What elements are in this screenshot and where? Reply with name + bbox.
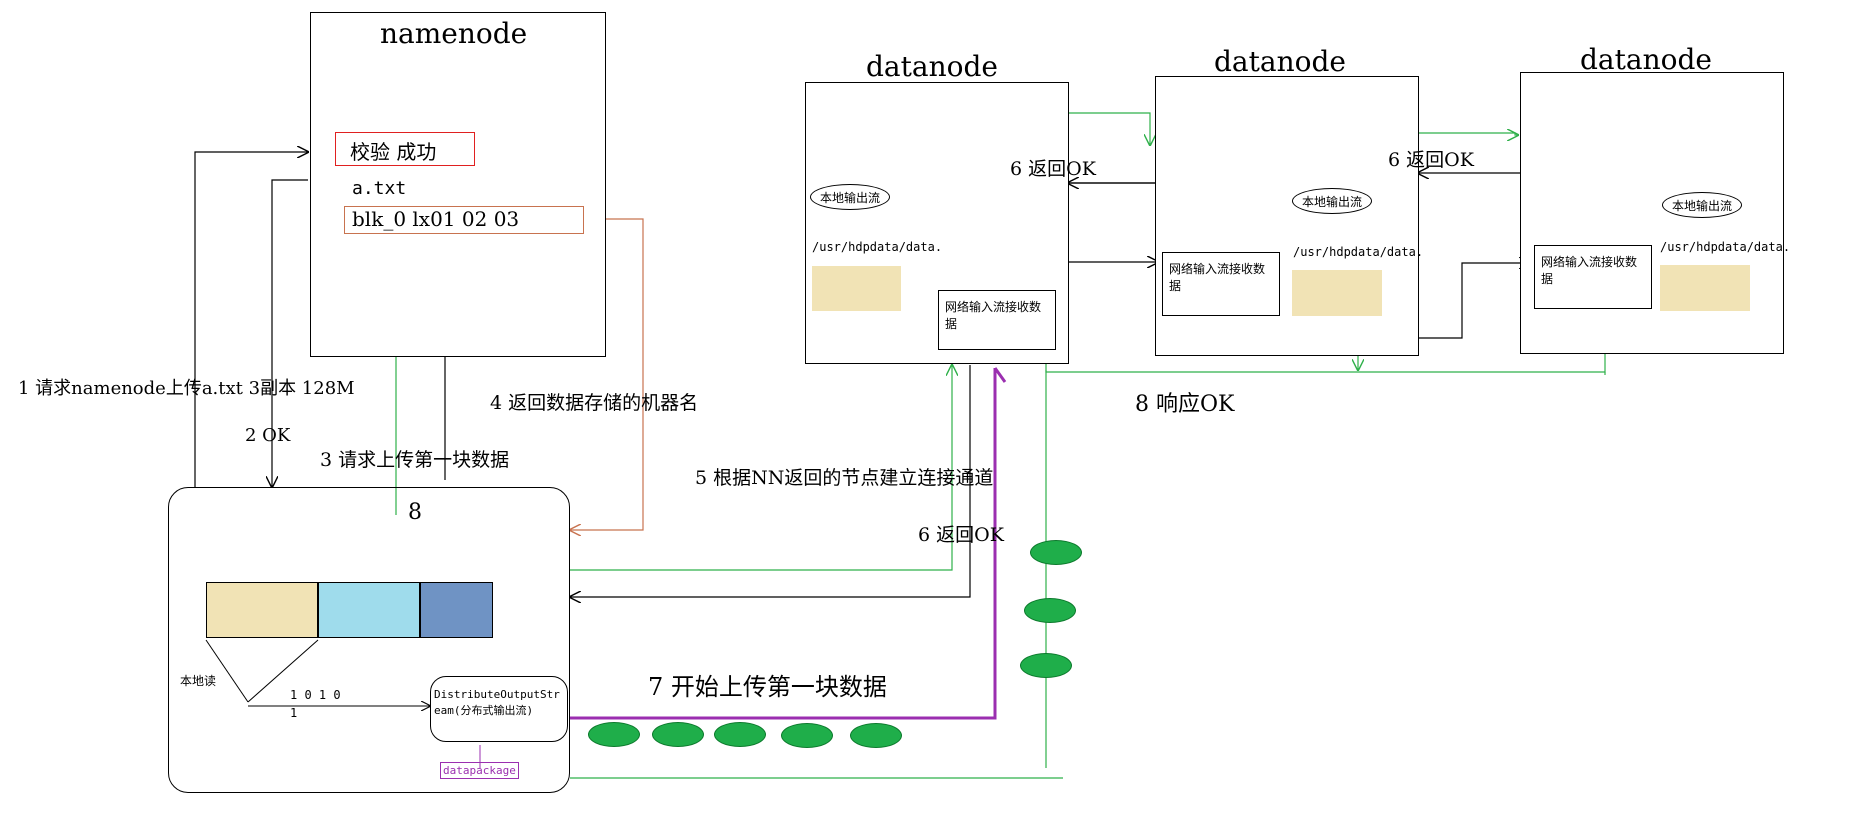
purple-upload-line <box>570 368 997 720</box>
datanode-2-buffer <box>1292 270 1382 316</box>
datanode-3-buffer <box>1660 265 1750 311</box>
arrow-step1 <box>194 152 308 487</box>
datanode-2-path: /usr/hdpdata/data. <box>1293 245 1424 259</box>
step-8-label: 8 响应OK <box>1135 392 1235 417</box>
step-1-label: 1 请求namenode上传a.txt 3副本 128M <box>18 378 355 399</box>
datanode-1-out-stream: 本地输出流 <box>810 184 890 210</box>
datanode-2-title: datanode <box>1214 45 1346 78</box>
block-label: blk_0 lx01 02 03 <box>352 207 520 231</box>
client-badge: 8 <box>408 500 422 525</box>
packet-3 <box>714 722 766 747</box>
packet-8 <box>1020 653 1072 678</box>
step-6-label-dn2: 6 返回OK <box>1388 149 1474 171</box>
namenode-box <box>310 12 606 357</box>
packet-1 <box>588 722 640 747</box>
step-5-label: 5 根据NN返回的节点建立连接通道 <box>695 467 994 489</box>
step-2-label: 2 OK <box>245 425 291 446</box>
step-6-label-client: 6 返回OK <box>918 524 1004 546</box>
datanode-1-title: datanode <box>866 50 998 83</box>
datanode-3-in-stream: 网络输入流接收数据 <box>1534 245 1652 309</box>
datanode-3-out-stream: 本地输出流 <box>1662 192 1742 218</box>
step-7-label: 7 开始上传第一块数据 <box>648 673 887 701</box>
arrow-step5 <box>570 365 952 571</box>
bit-label: 1 <box>290 706 298 720</box>
verify-success-box <box>335 132 475 166</box>
datapackage-label: datapackage <box>440 762 519 779</box>
client-block-2 <box>318 582 420 638</box>
client-block-3 <box>420 582 493 638</box>
datanode-2-out-stream: 本地输出流 <box>1292 188 1372 214</box>
datanode-3-box <box>1520 72 1784 354</box>
arrow-step4 <box>570 218 644 530</box>
arrow-step2 <box>272 179 308 487</box>
distributed-output-stream: DistributeOutputStream(分布式输出流) <box>430 676 568 742</box>
verify-success-label: 校验 成功 <box>350 140 437 164</box>
datanode-1-in-stream: 网络输入流接收数据 <box>938 290 1056 350</box>
packet-2 <box>652 722 704 747</box>
client-box <box>168 487 570 793</box>
datanode-1-path: /usr/hdpdata/data. <box>812 240 943 254</box>
namenode-title: namenode <box>380 17 528 50</box>
bits-label: 1 0 1 0 <box>290 688 341 702</box>
datanode-2-in-stream: 网络输入流接收数据 <box>1162 252 1280 316</box>
client-block-1 <box>206 582 318 638</box>
datanode-1-buffer <box>812 266 901 311</box>
local-read-label: 本地读 <box>180 674 217 688</box>
packet-6 <box>1030 540 1082 565</box>
step-4-label: 4 返回数据存储的机器名 <box>490 392 699 414</box>
step-3-label: 3 请求上传第一块数据 <box>320 449 510 471</box>
arrow-step6-client <box>570 365 971 597</box>
datanode-3-path: /usr/hdpdata/data. <box>1660 240 1791 254</box>
datanode-3-title: datanode <box>1580 43 1712 76</box>
step-6-label-dn1: 6 返回OK <box>1010 158 1096 180</box>
packet-7 <box>1024 598 1076 623</box>
block-box <box>344 206 584 234</box>
packet-4 <box>781 723 833 748</box>
packet-5 <box>850 723 902 748</box>
file-name: a.txt <box>352 178 407 199</box>
